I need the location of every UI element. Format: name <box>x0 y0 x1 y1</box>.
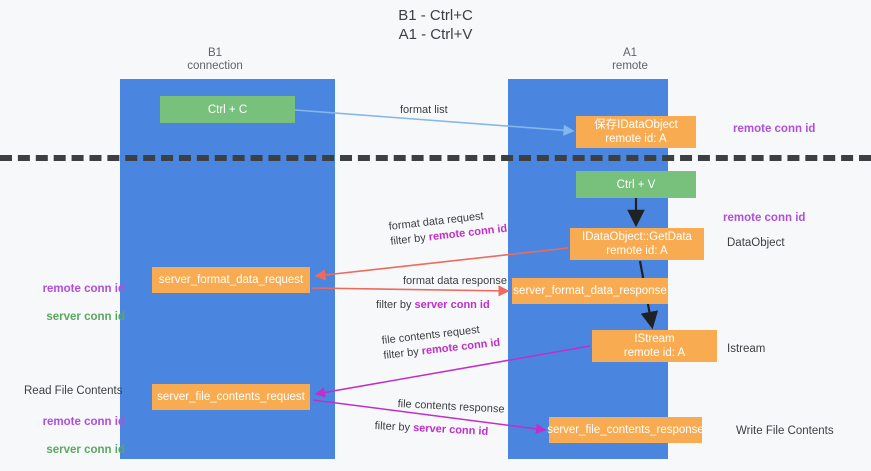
label-remote-conn-id: remote conn id <box>42 416 125 428</box>
label-remote-conn-id-mid: remote conn id <box>723 212 806 224</box>
node-server-file-contents-request[interactable]: server_file_contents_request <box>152 384 310 410</box>
node-save-idataobject[interactable]: 保存IDataObject remote id: A <box>576 116 696 148</box>
edge-format-data-request <box>314 247 569 281</box>
label-read-file-contents: Read File Contents <box>24 385 123 397</box>
node-istream[interactable]: IStream remote id: A <box>592 330 717 362</box>
server-conn-id-text: server conn id <box>414 299 490 311</box>
edge-label-format-list: format list <box>400 104 448 116</box>
node-server-format-data-response[interactable]: server_format_data_response <box>512 278 668 304</box>
label-remote-conn-id-top: remote conn id <box>733 123 816 135</box>
section-divider <box>0 155 871 161</box>
edge-label-format-data-response: format data response <box>403 275 507 287</box>
edge-format-data-response <box>311 285 510 297</box>
label-server-conn-id: server conn id <box>46 311 125 323</box>
filter-by-text: filter by <box>376 299 415 311</box>
edge-format-list <box>294 109 575 136</box>
label-conn-ids-file: remote conn id server conn id <box>20 401 125 471</box>
page-title: B1 - Ctrl+C A1 - Ctrl+V <box>398 7 473 43</box>
node-ctrl-v[interactable]: Ctrl + V <box>576 171 696 198</box>
server-conn-id-text: server conn id <box>412 422 489 438</box>
node-server-format-data-request[interactable]: server_format_data_request <box>152 267 310 293</box>
label-dataobject: DataObject <box>727 237 785 249</box>
edge-label-filter-server-conn-id: filter by server conn id <box>376 298 490 313</box>
filter-by-text: filter by <box>374 419 414 434</box>
label-remote-conn-id: remote conn id <box>42 283 125 295</box>
label-write-file-contents: Write File Contents <box>736 425 834 437</box>
label-conn-ids-format: remote conn id server conn id <box>20 268 125 338</box>
label-istream: Istream <box>727 343 766 355</box>
column-header-b1: B1 connection <box>187 47 243 72</box>
column-header-a1: A1 remote <box>612 47 648 72</box>
filter-by-text: filter by <box>389 231 430 248</box>
node-server-file-contents-response[interactable]: server_file_contents_response <box>547 417 704 443</box>
edge-file-contents-request <box>314 345 591 398</box>
filter-by-text: filter by <box>382 345 423 362</box>
node-ctrl-c[interactable]: Ctrl + C <box>160 96 295 123</box>
label-server-conn-id: server conn id <box>46 444 125 456</box>
edge-file-contents-response <box>312 399 547 435</box>
node-idataobject-getdata[interactable]: IDataObject::GetData remote id: A <box>570 228 704 260</box>
